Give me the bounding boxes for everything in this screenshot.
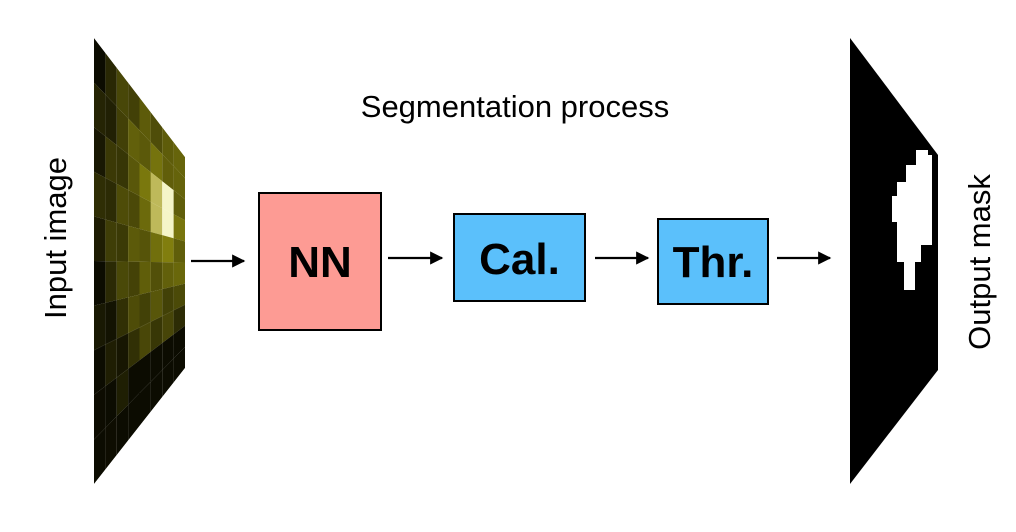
input-image-tile — [173, 190, 185, 221]
input-image-tile — [94, 302, 106, 351]
input-image-tile — [139, 321, 151, 361]
input-image-tile — [139, 196, 151, 233]
input-image-tile — [105, 300, 117, 345]
input-image-tile — [150, 316, 163, 352]
input-image-tile — [162, 181, 174, 215]
input-image-tile — [173, 238, 185, 263]
input-image-tile — [162, 262, 174, 290]
input-image-tile — [116, 261, 129, 301]
input-image-tile — [128, 225, 140, 262]
input-image-tile — [150, 232, 163, 263]
threshold-block: Thr. — [657, 218, 769, 305]
input-image-tile — [94, 216, 106, 262]
input-image-tile — [150, 142, 163, 182]
input-image-tile — [94, 261, 106, 306]
input-image-tile — [105, 219, 117, 262]
calibration-block: Cal. — [453, 213, 586, 302]
input-image-tile — [150, 289, 163, 322]
input-image-tile — [128, 82, 140, 131]
input-image-tile — [94, 344, 106, 395]
input-image-tile — [139, 291, 151, 328]
input-image-tile — [139, 163, 151, 203]
input-image-tile — [173, 346, 185, 383]
input-image-tile — [162, 235, 174, 263]
input-image-tile — [116, 368, 129, 417]
mask-region — [892, 150, 932, 290]
input-image-tile — [105, 377, 117, 428]
input-image-tile — [139, 381, 151, 426]
input-image-tile — [128, 393, 140, 441]
input-image-tile — [94, 171, 106, 220]
input-image-tile — [116, 297, 129, 339]
input-image-tile — [173, 304, 185, 335]
input-image-tile — [162, 127, 174, 167]
input-image-tile — [94, 427, 106, 484]
output-mask — [850, 38, 938, 484]
input-image-tile — [162, 154, 174, 191]
input-image-tile — [128, 261, 140, 298]
input-image-tile — [150, 172, 163, 209]
input-image-tile — [105, 136, 117, 184]
input-image-tile — [116, 67, 129, 119]
input-image-tile — [173, 325, 185, 359]
input-image-tile — [105, 177, 117, 223]
input-image-tile — [128, 154, 140, 197]
input-image-tile — [128, 360, 140, 405]
input-image-tile — [150, 202, 163, 236]
input-image-tile — [139, 130, 151, 173]
nn-block-label: NN — [288, 238, 352, 287]
input-image-tile — [128, 118, 140, 164]
input-image-tile — [116, 106, 129, 155]
input-image-tile — [128, 189, 140, 229]
input-image-tile — [162, 334, 174, 371]
output-mask-label: Output mask — [962, 174, 997, 350]
nn-block: NN — [258, 192, 382, 331]
calibration-block-label: Cal. — [479, 235, 560, 284]
input-image-tile — [94, 82, 106, 137]
input-image-tile — [116, 222, 129, 262]
input-image-tile — [128, 327, 140, 369]
input-image-tile — [150, 370, 163, 412]
input-image-tile — [150, 261, 163, 292]
input-image-tile — [162, 286, 174, 317]
input-image-tile — [94, 386, 106, 440]
input-image-tile — [162, 358, 174, 397]
threshold-block-label: Thr. — [673, 238, 754, 287]
input-image-tile — [128, 294, 140, 334]
input-image-tile — [105, 52, 117, 107]
input-image-tile — [173, 142, 185, 179]
input-image-tile — [94, 38, 106, 95]
input-image-tile — [173, 283, 185, 311]
input-image-label: Input image — [38, 157, 73, 319]
input-image-tile — [150, 112, 163, 155]
input-image-tile — [105, 338, 117, 387]
input-image-tile — [139, 97, 151, 143]
input-image-tile — [116, 183, 129, 226]
input-image-tile — [105, 261, 117, 303]
input-image-tile — [105, 416, 117, 470]
input-image-tile — [150, 343, 163, 382]
input-image — [94, 38, 185, 484]
input-image-tile — [173, 262, 185, 287]
input-image-tile — [173, 166, 185, 200]
input-image-tile — [139, 351, 151, 394]
input-image-tile — [116, 404, 129, 455]
input-image-tile — [162, 310, 174, 344]
input-image-tile — [105, 94, 117, 146]
input-image-tile — [139, 261, 151, 295]
input-image-tile — [173, 214, 185, 242]
input-image-tile — [162, 208, 174, 239]
input-image-tile — [94, 127, 106, 178]
diagram-title: Segmentation process — [361, 89, 669, 124]
input-image-tile — [139, 228, 151, 262]
input-image-tile — [116, 145, 129, 190]
input-image-tile — [116, 333, 129, 378]
